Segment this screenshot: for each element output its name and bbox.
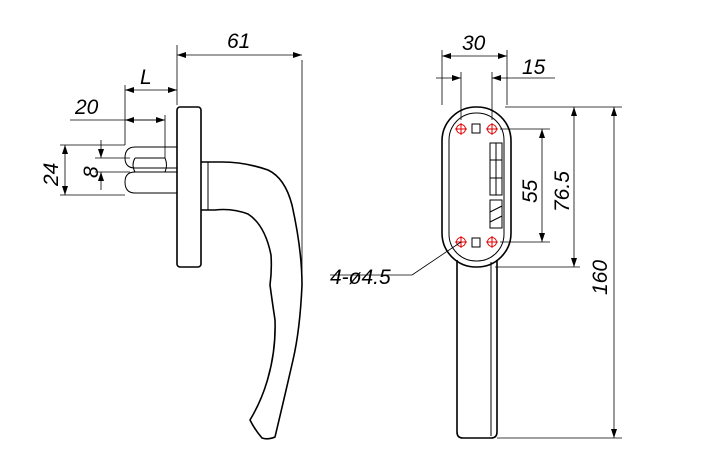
spindle-slot [132,157,136,173]
dim-spindle-length: L [124,66,177,145]
label-mounting-holes: 4-ø4.5 [330,266,391,289]
label-24: 24 [40,163,63,187]
rose-plate-inner [448,112,505,262]
label-30: 30 [462,32,486,55]
dim-hole-offset: 15 [436,56,555,120]
rose-plate-front [441,106,512,268]
lever-front [456,260,498,439]
dim-hole-spacing: 55 [500,128,550,243]
hole-top-left [455,123,467,135]
leader-mounting-holes: 4-ø4.5 [330,241,462,289]
label-20: 20 [74,96,99,119]
label-61: 61 [227,30,250,53]
dim-spindle-square: 8 [80,140,130,190]
dim-rose-height: 24 [40,144,125,196]
front-view [441,106,512,439]
label-76-5: 76.5 [551,171,574,212]
mounting-holes [455,123,498,248]
hole-top-right [486,123,498,135]
dim-rose-width: 30 [441,32,508,105]
label-l: L [140,66,152,89]
side-view [124,106,303,440]
rose-plate-side [176,106,202,268]
locking-detail [489,199,503,229]
label-55: 55 [519,179,542,203]
dim-overall-depth: 61 [176,30,303,280]
dim-overall-length: 160 [497,106,622,439]
label-8: 8 [80,166,103,178]
spindle [124,146,177,194]
label-160: 160 [589,260,612,295]
lever-side [201,161,303,440]
dim-spindle-offset: 20 [70,96,166,158]
marker-bottom [471,237,481,248]
marker-top [471,123,481,134]
hole-bottom-right [486,236,498,248]
label-15: 15 [522,56,546,79]
dim-rose-length: 76.5 [495,106,580,268]
